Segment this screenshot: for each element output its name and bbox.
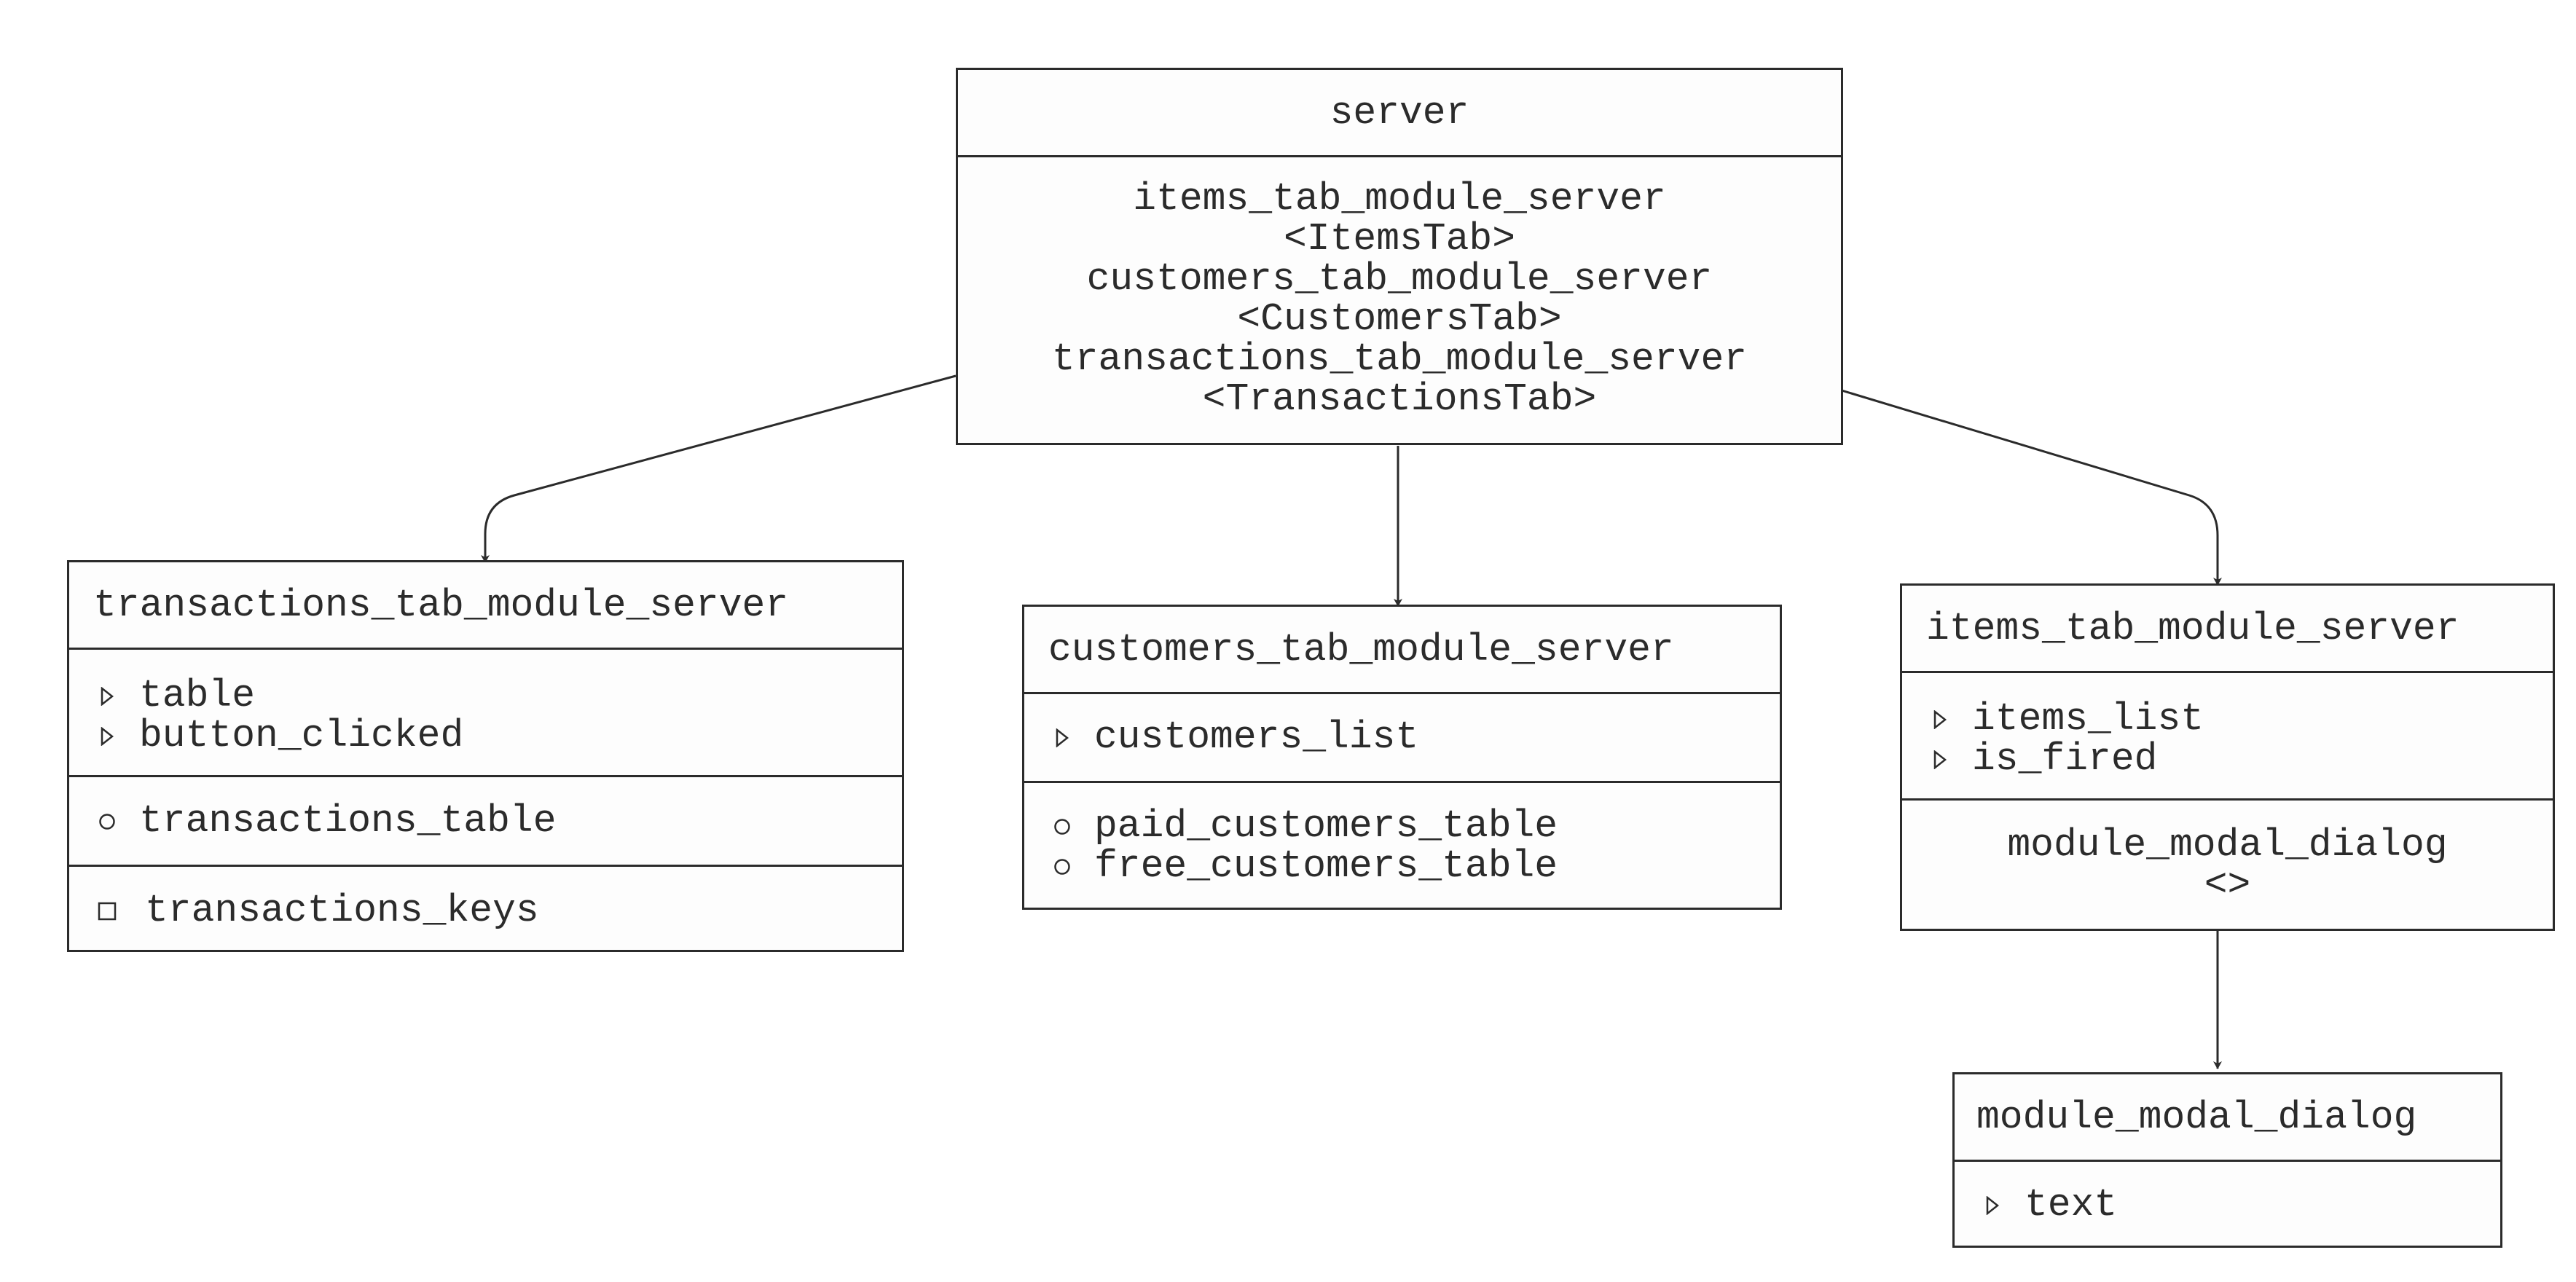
triangle-right-icon: [1052, 728, 1072, 747]
reactive-name: transactions_keys: [145, 889, 539, 932]
server-call-line: items_tab_module_server: [1133, 177, 1666, 221]
items-node: items_tab_module_server items_list is_fi…: [1900, 583, 2555, 931]
server-node: server items_tab_module_server <ItemsTab…: [956, 68, 1843, 445]
server-call-line: <ItemsTab>: [1283, 217, 1516, 261]
transactions-node: transactions_tab_module_server table but…: [67, 560, 904, 952]
customers-title: customers_tab_module_server: [1048, 627, 1674, 672]
input-item: items_list: [1930, 699, 2553, 739]
modal-inputs: text: [1955, 1160, 2500, 1244]
customers-node: customers_tab_module_server customers_li…: [1022, 605, 1782, 910]
triangle-right-icon: [97, 686, 117, 706]
output-name: transactions_table: [139, 799, 557, 843]
transactions-reactives: transactions_keys: [69, 865, 902, 950]
input-name: text: [2025, 1183, 2118, 1227]
input-item: is_fired: [1930, 739, 2553, 779]
input-name: customers_list: [1094, 715, 1419, 759]
input-item: text: [1982, 1185, 2500, 1225]
triangle-right-icon: [97, 726, 117, 746]
input-item: table: [97, 676, 902, 716]
items-calls: module_modal_dialog <>: [1902, 798, 2553, 921]
output-item: transactions_table: [97, 801, 902, 841]
square-icon: [97, 902, 117, 921]
triangle-right-icon: [1982, 1195, 2003, 1215]
customers-inputs: customers_list: [1024, 692, 1780, 781]
server-call-line: <CustomersTab>: [1237, 297, 1562, 341]
reactive-item: transactions_keys: [97, 891, 902, 931]
input-name: button_clicked: [139, 714, 464, 758]
triangle-right-icon: [1930, 709, 1950, 729]
server-call-line: customers_tab_module_server: [1086, 257, 1713, 301]
items-title: items_tab_module_server: [1926, 606, 2459, 650]
input-name: items_list: [1972, 697, 2204, 741]
input-item: button_clicked: [97, 716, 902, 756]
server-call-line: <TransactionsTab>: [1202, 377, 1597, 421]
triangle-right-icon: [1930, 750, 1950, 769]
output-item: paid_customers_table: [1052, 806, 1780, 846]
transactions-outputs: transactions_table: [69, 775, 902, 865]
transactions-title: transactions_tab_module_server: [93, 583, 789, 627]
circle-icon: [1052, 818, 1072, 835]
output-item: free_customers_table: [1052, 846, 1780, 886]
items-call-line: <>: [2204, 863, 2251, 907]
edge-server-to-items: [1841, 389, 2222, 586]
edge-server-to-transactions: [481, 374, 957, 563]
server-calls: items_tab_module_server <ItemsTab> custo…: [958, 155, 1841, 436]
server-call-line: transactions_tab_module_server: [1051, 337, 1748, 381]
modal-node: module_modal_dialog text: [1952, 1072, 2502, 1248]
items-inputs: items_list is_fired: [1902, 671, 2553, 798]
output-name: free_customers_table: [1094, 844, 1558, 888]
server-title: server: [1330, 90, 1469, 135]
circle-icon: [1052, 858, 1072, 876]
transactions-inputs: table button_clicked: [69, 648, 902, 775]
items-call-line: module_modal_dialog: [2007, 823, 2448, 867]
output-name: paid_customers_table: [1094, 804, 1558, 848]
modal-title: module_modal_dialog: [1976, 1095, 2417, 1139]
input-name: table: [139, 674, 256, 717]
input-name: is_fired: [1972, 737, 2158, 781]
customers-outputs: paid_customers_table free_customers_tabl…: [1024, 781, 1780, 905]
input-item: customers_list: [1052, 717, 1780, 758]
circle-icon: [97, 813, 117, 830]
